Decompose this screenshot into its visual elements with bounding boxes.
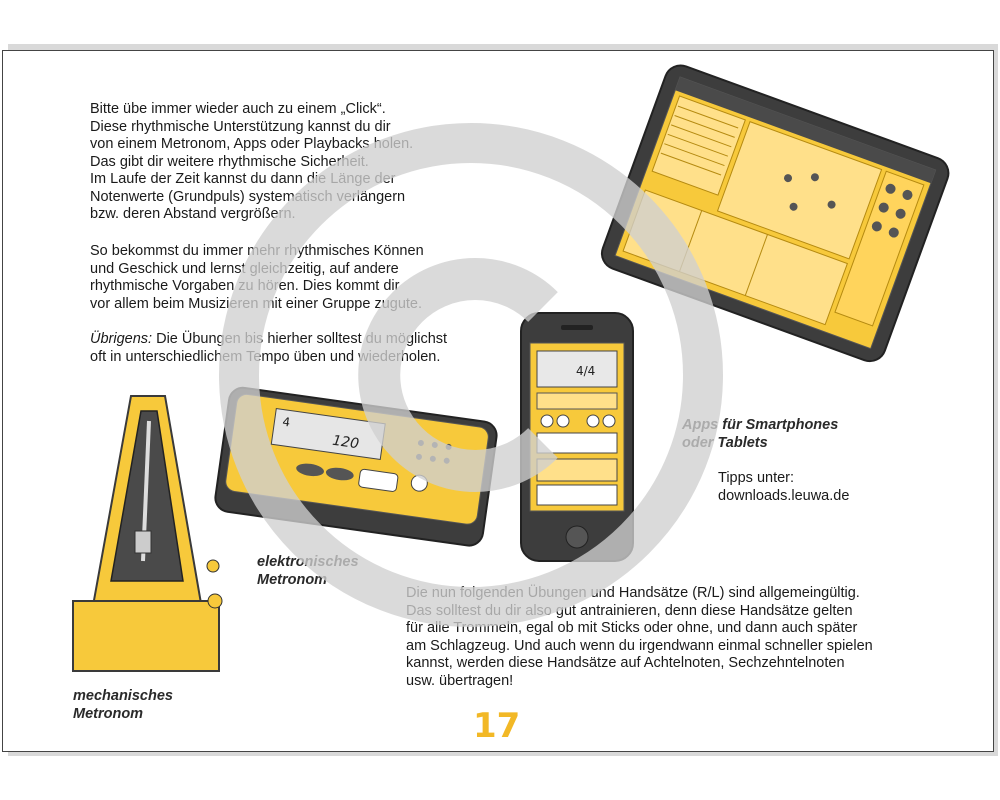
phone-time-signature: 4/4 [576, 364, 595, 378]
caption-electronic-metronome: elektronisches Metronom [257, 554, 359, 588]
tips-link-text[interactable]: Tipps unter: downloads.leuwa.de [718, 470, 850, 504]
electronic-metronome-icon: 4 120 [214, 386, 498, 547]
caption-mechanical-metronome: mechanisches Metronom [73, 688, 173, 722]
uebrigens-label: Übrigens: [90, 331, 153, 347]
tablet-icon [600, 64, 950, 363]
smartphone-icon: 4/4 [520, 312, 634, 562]
second-paragraph: So bekommst du immer mehr rhythmisches K… [90, 243, 424, 312]
book-page: 4/4 4 120 [2, 50, 994, 752]
page-number: 17 [473, 706, 521, 746]
third-paragraph: Übrigens: Die Übungen bis hierher sollte… [90, 331, 447, 366]
intro-paragraph: Bitte übe immer wieder auch zu einem „Cl… [90, 101, 414, 222]
bottom-paragraph: Die nun folgenden Übungen und Handsätze … [406, 585, 873, 689]
caption-apps: Apps für Smartphones oder Tablets [682, 417, 839, 451]
mechanical-metronome-icon [72, 395, 223, 672]
